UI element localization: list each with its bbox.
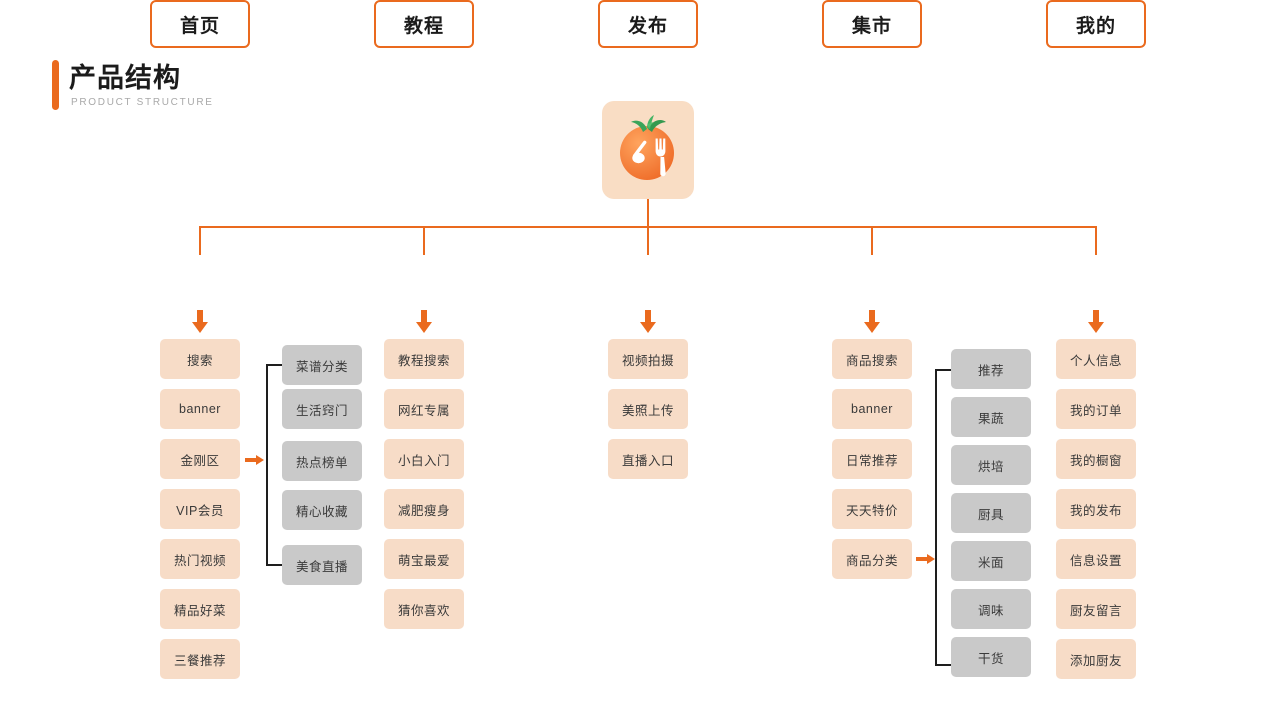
subitem-home-3[interactable]: 热点榜单	[282, 441, 362, 481]
tomato-spoon-fork-icon	[620, 115, 674, 180]
item-publish-3[interactable]: 直播入口	[608, 439, 688, 479]
subitem-home-2[interactable]: 生活窍门	[282, 389, 362, 429]
subitem-market-6[interactable]: 调味	[951, 589, 1031, 629]
drop-line-5	[1095, 226, 1097, 255]
subitem-market-3[interactable]: 烘培	[951, 445, 1031, 485]
item-market-3[interactable]: 日常推荐	[832, 439, 912, 479]
item-tutorial-2[interactable]: 网红专属	[384, 389, 464, 429]
item-tutorial-1[interactable]: 教程搜索	[384, 339, 464, 379]
drop-line-2	[423, 226, 425, 255]
page-subtitle: PRODUCT STRUCTURE	[71, 97, 214, 108]
item-market-1[interactable]: 商品搜索	[832, 339, 912, 379]
item-mine-6[interactable]: 厨友留言	[1056, 589, 1136, 629]
item-mine-3[interactable]: 我的橱窗	[1056, 439, 1136, 479]
item-tutorial-4[interactable]: 减肥瘦身	[384, 489, 464, 529]
subitem-market-5[interactable]: 米面	[951, 541, 1031, 581]
item-home-6[interactable]: 精品好菜	[160, 589, 240, 629]
item-tutorial-3[interactable]: 小白入门	[384, 439, 464, 479]
app-logo-tile	[602, 101, 694, 199]
item-publish-2[interactable]: 美照上传	[608, 389, 688, 429]
nav-box-market[interactable]: 集市	[822, 0, 922, 48]
subitem-market-4[interactable]: 厨具	[951, 493, 1031, 533]
item-publish-1[interactable]: 视频拍摄	[608, 339, 688, 379]
item-tutorial-5[interactable]: 萌宝最爱	[384, 539, 464, 579]
arrow-right-home-subcolumn-icon	[245, 455, 267, 465]
page-title: 产品结构	[69, 63, 181, 93]
arrow-right-market-subcolumn-icon	[916, 554, 938, 564]
header-accent-bar	[52, 60, 59, 110]
item-mine-2[interactable]: 我的订单	[1056, 389, 1136, 429]
subitem-market-7[interactable]: 干货	[951, 637, 1031, 677]
nav-box-publish[interactable]: 发布	[598, 0, 698, 48]
item-home-5[interactable]: 热门视频	[160, 539, 240, 579]
item-mine-1[interactable]: 个人信息	[1056, 339, 1136, 379]
item-home-2[interactable]: banner	[160, 389, 240, 429]
drop-line-3	[647, 226, 649, 255]
item-home-7[interactable]: 三餐推荐	[160, 639, 240, 679]
item-mine-7[interactable]: 添加厨友	[1056, 639, 1136, 679]
item-market-5[interactable]: 商品分类	[832, 539, 912, 579]
trunk-line	[647, 199, 649, 227]
subitem-home-5[interactable]: 美食直播	[282, 545, 362, 585]
subitem-market-2[interactable]: 果蔬	[951, 397, 1031, 437]
subitem-home-1[interactable]: 菜谱分类	[282, 345, 362, 385]
item-market-4[interactable]: 天天特价	[832, 489, 912, 529]
nav-box-tutorial[interactable]: 教程	[374, 0, 474, 48]
item-home-3[interactable]: 金刚区	[160, 439, 240, 479]
item-home-1[interactable]: 搜索	[160, 339, 240, 379]
bracket-market-subcolumn	[935, 369, 951, 666]
drop-line-1	[199, 226, 201, 255]
drop-line-4	[871, 226, 873, 255]
item-mine-4[interactable]: 我的发布	[1056, 489, 1136, 529]
bracket-home-subcolumn	[266, 364, 282, 566]
item-home-4[interactable]: VIP会员	[160, 489, 240, 529]
subitem-market-1[interactable]: 推荐	[951, 349, 1031, 389]
nav-box-mine[interactable]: 我的	[1046, 0, 1146, 48]
item-tutorial-6[interactable]: 猜你喜欢	[384, 589, 464, 629]
nav-box-home[interactable]: 首页	[150, 0, 250, 48]
item-mine-5[interactable]: 信息设置	[1056, 539, 1136, 579]
subitem-home-4[interactable]: 精心收藏	[282, 490, 362, 530]
item-market-2[interactable]: banner	[832, 389, 912, 429]
